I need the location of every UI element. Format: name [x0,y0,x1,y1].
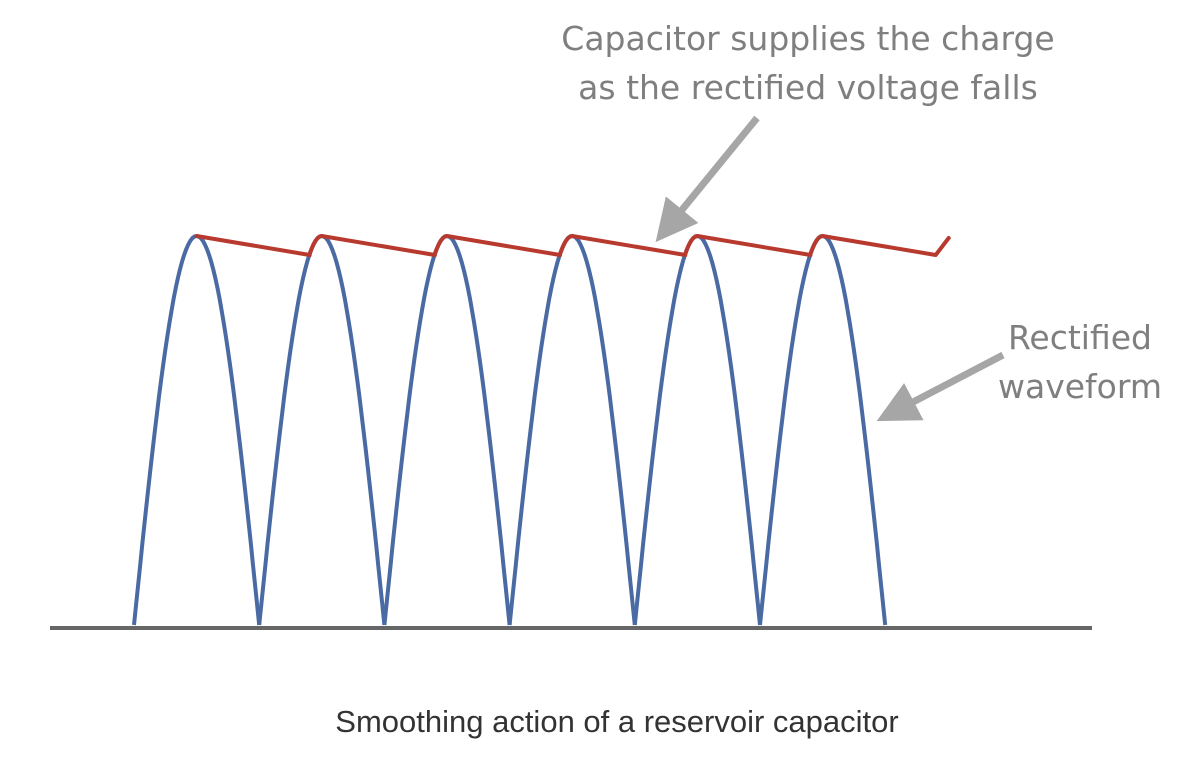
smoothed-output-line [194,234,951,257]
rectified-waveform [132,233,888,626]
rectified-annotation-arrow [876,351,1005,422]
rectified-half-cycle [758,233,888,626]
rectified-half-cycle [507,233,637,626]
rectified-half-cycle [132,233,262,626]
capacitor-annotation-arrow [655,115,760,243]
rectified-annotation-line1: Rectified [1008,318,1152,357]
rectified-annotation-line2: waveform [998,367,1162,406]
rectified-half-cycle [257,233,387,626]
rectified-half-cycle [632,233,762,626]
capacitor-annotation-line1: Capacitor supplies the charge [561,19,1054,58]
capacitor-annotation-line2: as the rectified voltage falls [578,68,1038,107]
rectified-half-cycle [382,233,512,626]
diagram-caption: Smoothing action of a reservoir capacito… [335,704,898,739]
